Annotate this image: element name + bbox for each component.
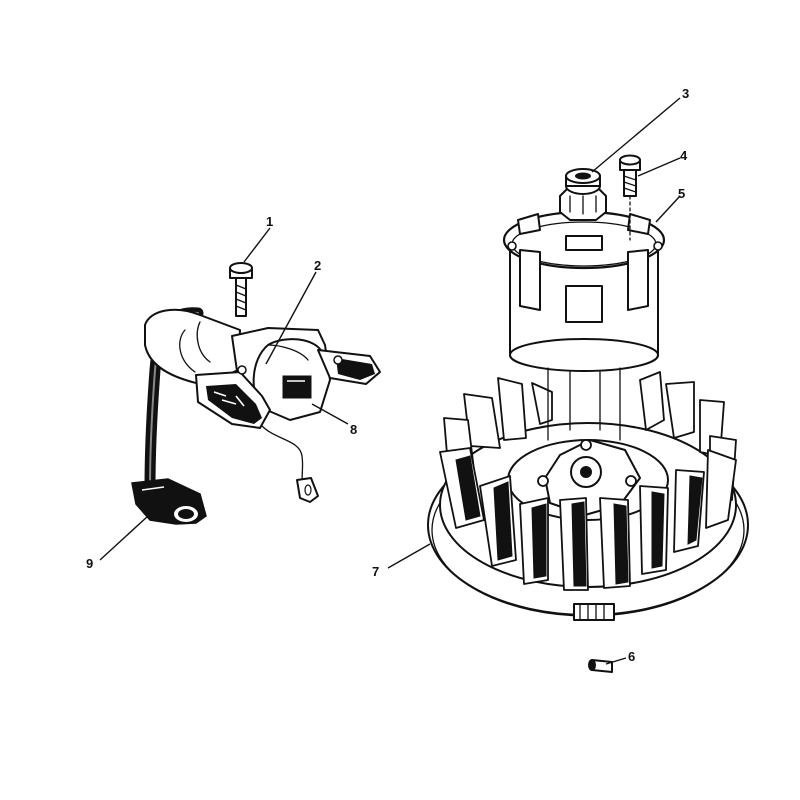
leader-lines (99, 97, 681, 665)
flywheel-fins (439, 371, 737, 591)
starter-cup-illustration (502, 210, 666, 441)
callout-9: 9 (86, 556, 93, 571)
callout-1: 1 (266, 214, 273, 229)
leader-1 (243, 227, 271, 263)
ground-wire-illustration (261, 425, 319, 503)
callout-7: 7 (372, 564, 379, 579)
flywheel-key-illustration (588, 659, 613, 673)
leader-8 (311, 403, 349, 425)
flywheel-nut-illustration (559, 168, 607, 221)
leader-5 (655, 195, 681, 223)
callout-5: 5 (678, 186, 685, 201)
callout-labels: 1 2 3 4 5 6 7 8 9 (86, 86, 689, 664)
leader-6 (605, 657, 627, 665)
leader-2 (265, 271, 317, 365)
leader-3 (591, 97, 681, 173)
callout-3: 3 (682, 86, 689, 101)
callout-8: 8 (350, 422, 357, 437)
callout-4: 4 (680, 148, 688, 163)
bolt-1-illustration (229, 262, 253, 317)
screw-4-illustration (619, 154, 641, 241)
flywheel-assembly (427, 154, 749, 673)
callout-6: 6 (628, 649, 635, 664)
spark-plug-boot-illustration (131, 478, 207, 525)
leader-7 (387, 543, 431, 569)
leader-9 (99, 515, 149, 561)
callout-2: 2 (314, 258, 321, 273)
leader-4 (637, 157, 681, 177)
ignition-assembly (131, 262, 381, 525)
